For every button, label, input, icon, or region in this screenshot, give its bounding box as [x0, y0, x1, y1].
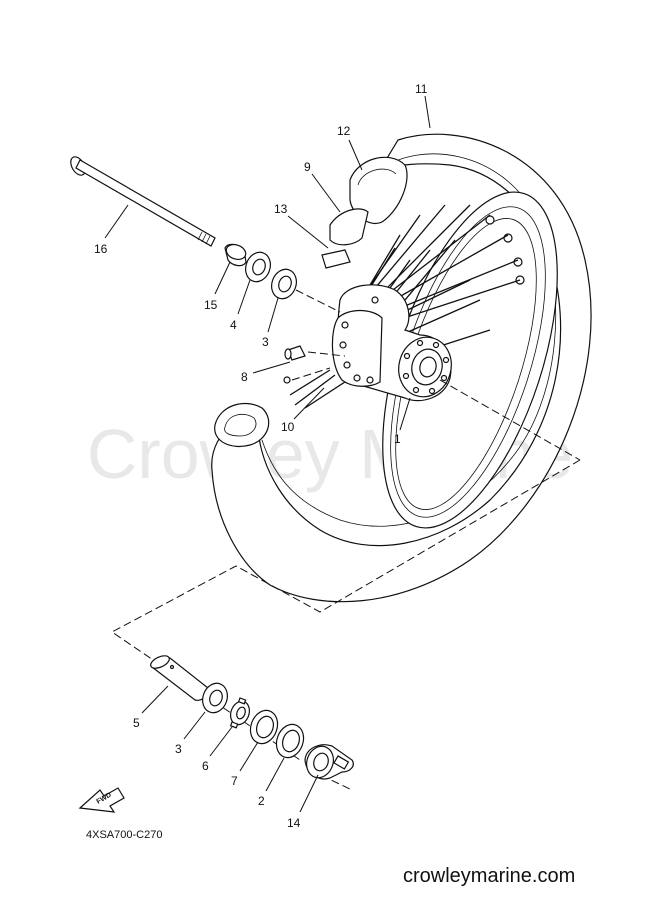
leader-3b	[183, 711, 206, 740]
axle	[70, 156, 216, 247]
leader-13	[287, 215, 329, 249]
leader-7	[239, 741, 259, 772]
callout-13: 13	[274, 202, 288, 216]
leader-3a	[267, 297, 279, 333]
oil-seal-lower	[275, 723, 305, 759]
callout-leaders	[104, 95, 431, 813]
callout-12: 12	[337, 124, 351, 138]
spacer	[150, 655, 210, 701]
washer	[249, 709, 279, 745]
callout-6: 6	[202, 759, 209, 773]
leader-2	[265, 757, 285, 792]
callout-3-lower: 3	[175, 742, 182, 756]
leader-15	[214, 261, 231, 295]
callout-15: 15	[204, 298, 218, 312]
callout-3-upper: 3	[262, 335, 269, 349]
leader-16	[104, 204, 129, 239]
leader-10	[293, 387, 325, 420]
callout-16: 16	[94, 242, 108, 256]
leader-14	[299, 774, 319, 813]
speedometer-gear-unit	[304, 744, 354, 780]
leader-11	[424, 95, 431, 129]
leader-12	[348, 139, 363, 171]
callout-1: 1	[394, 432, 401, 446]
bearing-lower	[202, 682, 228, 714]
callout-labels: 11 12 9 13 16 15 4 3 8 10 1 5 3 6 7 2 14	[94, 82, 428, 830]
leader-6	[209, 726, 233, 757]
hub	[331, 284, 452, 402]
leader-5	[141, 685, 169, 714]
callout-11: 11	[415, 82, 428, 96]
website-text: crowleymarine.com	[403, 865, 575, 887]
leader-9	[311, 173, 341, 213]
callout-14: 14	[287, 816, 301, 830]
callout-10: 10	[281, 420, 295, 434]
callout-2: 2	[258, 794, 265, 808]
leader-1	[399, 397, 411, 431]
part-code: 4XSA700-C270	[86, 829, 162, 841]
collar-upper	[224, 243, 247, 267]
fwd-arrow: FWD	[78, 787, 125, 813]
valve-stem	[321, 249, 351, 269]
retainer-clip	[229, 697, 251, 729]
bearing-upper	[271, 268, 297, 300]
callout-9: 9	[304, 160, 311, 174]
callout-7: 7	[231, 774, 238, 788]
rim-band	[329, 208, 369, 246]
fitting-bolt	[283, 345, 306, 384]
oil-seal-upper	[245, 251, 271, 283]
callout-5: 5	[133, 716, 140, 730]
callout-4: 4	[230, 318, 237, 332]
leader-4	[237, 279, 251, 315]
callout-8: 8	[241, 370, 248, 384]
leader-8	[252, 361, 291, 374]
